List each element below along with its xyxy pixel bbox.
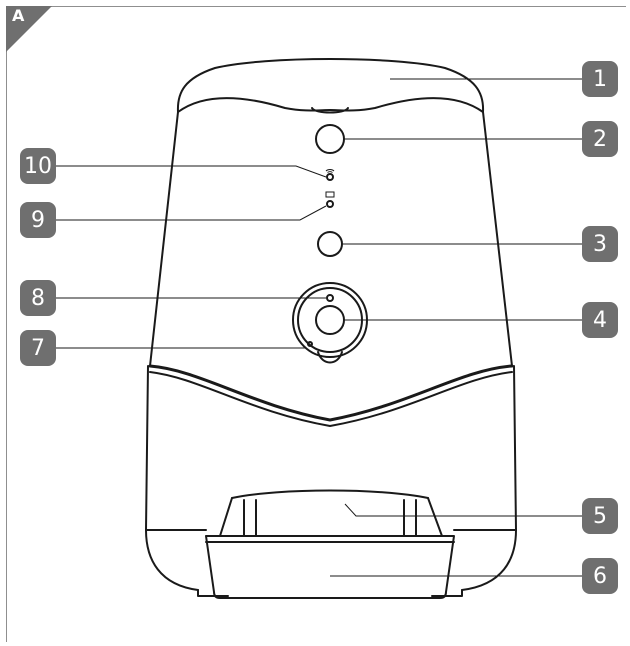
bowl-rim-back bbox=[231, 489, 429, 499]
bowl-right-wall bbox=[427, 497, 443, 537]
callout-5: 5 bbox=[582, 498, 618, 534]
bowl-tray bbox=[205, 535, 455, 599]
light-sensor-dot bbox=[326, 294, 334, 302]
window-wave-inner bbox=[149, 371, 513, 427]
leader-5 bbox=[344, 503, 582, 517]
callout-7: 7 bbox=[20, 330, 56, 366]
figure-label: A bbox=[12, 6, 25, 25]
callout-4: 4 bbox=[582, 302, 618, 338]
wifi-led bbox=[326, 173, 334, 181]
foot-left bbox=[197, 589, 229, 597]
lower-body-left bbox=[145, 365, 199, 591]
lid-outline bbox=[176, 58, 485, 113]
leader-9 bbox=[56, 205, 327, 221]
body-left-side bbox=[149, 111, 179, 367]
leader-10 bbox=[56, 165, 327, 178]
wifi-icon bbox=[325, 169, 335, 173]
callout-9: 9 bbox=[20, 202, 56, 238]
camera-ring-tab bbox=[317, 351, 343, 364]
callout-2: 2 bbox=[582, 121, 618, 157]
callout-8: 8 bbox=[20, 280, 56, 316]
window-wave bbox=[148, 364, 514, 422]
status-led bbox=[326, 200, 334, 208]
battery-icon bbox=[325, 191, 335, 198]
callout-1: 1 bbox=[582, 61, 618, 97]
lower-body-right bbox=[461, 365, 517, 591]
callout-3: 3 bbox=[582, 226, 618, 262]
foot-right bbox=[431, 589, 463, 597]
microphone-dot bbox=[307, 341, 313, 347]
camera-button bbox=[315, 124, 345, 154]
camera-lens bbox=[315, 305, 345, 335]
call-button bbox=[317, 231, 343, 257]
figure-corner-tab bbox=[6, 6, 52, 52]
body-right-side bbox=[482, 111, 513, 367]
bowl-left-wall bbox=[219, 497, 233, 537]
figure-frame bbox=[6, 6, 626, 642]
lid-handle bbox=[311, 107, 349, 114]
callout-6: 6 bbox=[582, 558, 618, 594]
callout-10: 10 bbox=[20, 148, 56, 184]
